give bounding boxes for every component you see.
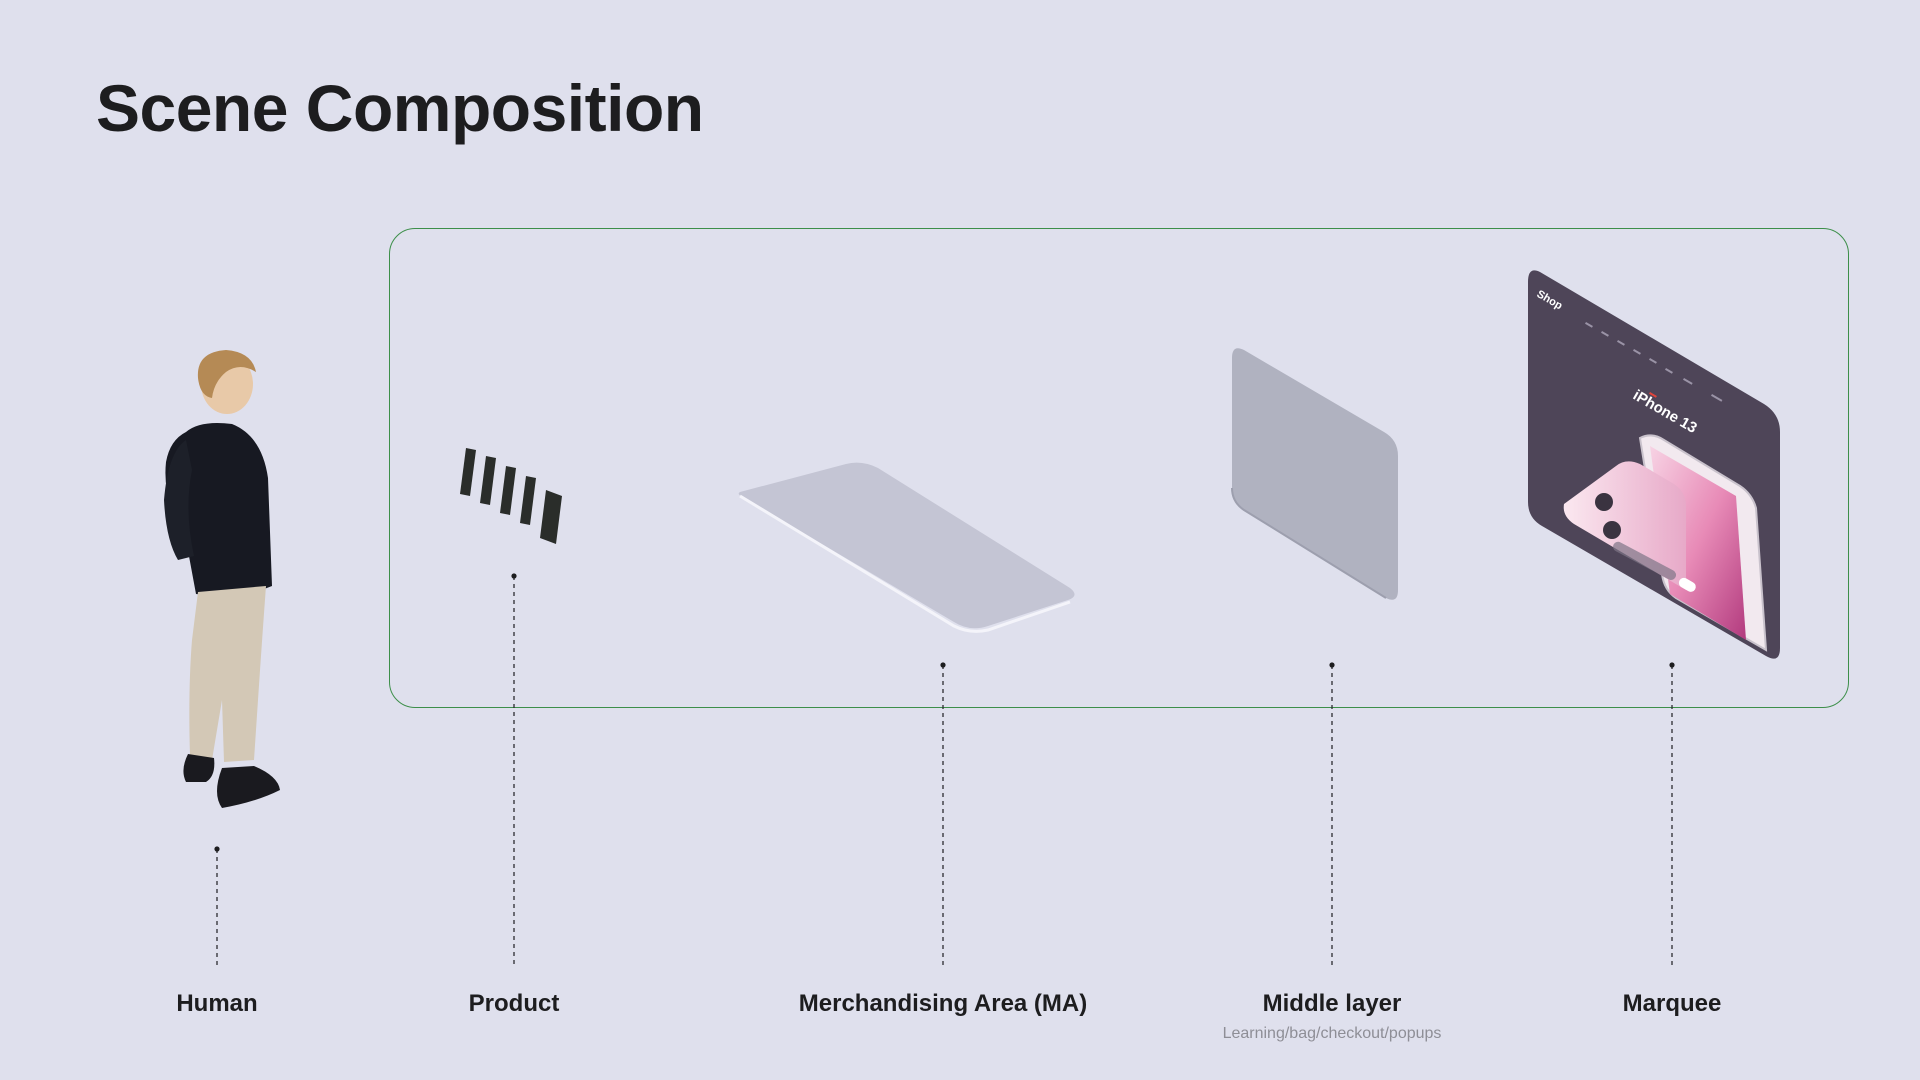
label-merchandising-area: Merchandising Area (MA) bbox=[798, 990, 1088, 1017]
scene-frame bbox=[389, 228, 1849, 708]
merchandising-area-panel-icon bbox=[738, 462, 1075, 633]
label-human: Human bbox=[176, 990, 258, 1017]
marquee-panel-icon: Shop iPhone 13 bbox=[1528, 270, 1780, 659]
label-product: Product bbox=[468, 990, 560, 1017]
middle-layer-panel-icon bbox=[1231, 348, 1398, 600]
leader-lines bbox=[216, 576, 1673, 966]
leader-dots bbox=[214, 573, 1675, 852]
label-marquee: Marquee bbox=[1622, 990, 1722, 1017]
label-middle-layer-sub: Learning/bag/checkout/popups bbox=[1222, 1025, 1442, 1042]
product-phones-icon bbox=[460, 448, 562, 544]
human-figure-icon bbox=[164, 350, 280, 808]
page-title: Scene Composition bbox=[96, 71, 704, 145]
label-middle-layer: Middle layer bbox=[1262, 990, 1402, 1017]
